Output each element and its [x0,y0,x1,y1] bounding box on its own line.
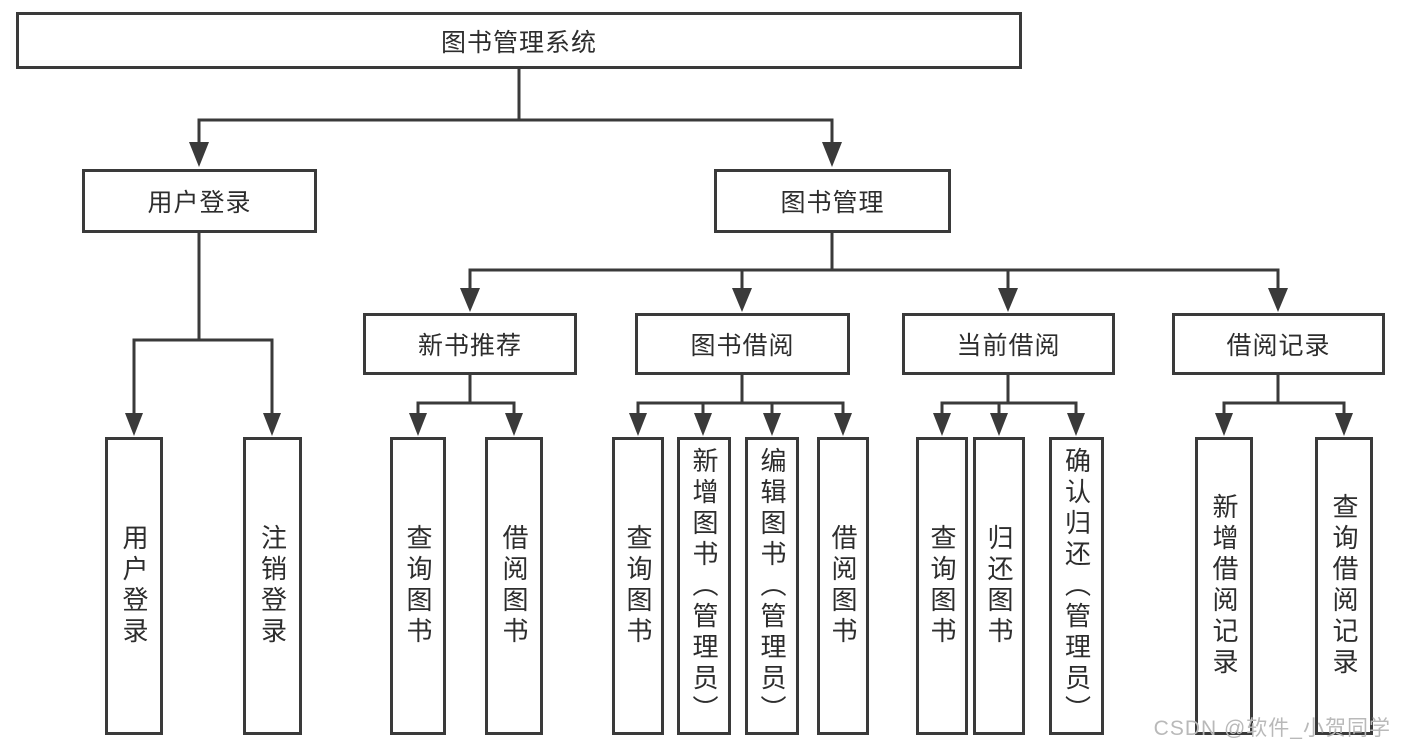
node-new-book-recommend-label: 新书推荐 [417,332,522,360]
leaf-add-books-admin: 新增图书（管理员） [677,437,731,735]
node-current-borrowing-label: 当前借阅 [956,332,1061,360]
node-borrowing-records-label: 借阅记录 [1226,332,1331,360]
leaf-confirm-return-admin-label: 确认归还（管理员） [1061,446,1092,726]
leaf-query-books-borrow: 查询图书 [612,437,664,735]
leaf-query-books-current-label: 查询图书 [927,524,957,648]
leaf-query-borrow-record: 查询借阅记录 [1315,437,1373,735]
node-book-borrowing: 图书借阅 [635,313,850,375]
watermark-text: CSDN @软件_小贺同学 [1153,717,1391,740]
node-new-book-recommend: 新书推荐 [363,313,577,375]
node-user-login-label: 用户登录 [147,189,252,217]
leaf-borrow-books-recommend-label: 借阅图书 [499,524,529,648]
node-borrowing-records: 借阅记录 [1172,313,1385,375]
leaf-logout-login-label: 注销登录 [257,524,288,648]
leaf-add-borrow-record-label: 新增借阅记录 [1209,493,1239,679]
leaf-return-books-label: 归还图书 [984,524,1014,648]
leaf-return-books: 归还图书 [973,437,1025,735]
node-root-label: 图书管理系统 [440,28,597,57]
leaf-edit-books-admin-label: 编辑图书（管理员） [757,446,787,726]
node-root: 图书管理系统 [16,12,1022,69]
node-current-borrowing: 当前借阅 [902,313,1115,375]
node-book-management: 图书管理 [714,169,951,233]
leaf-user-login-label: 用户登录 [119,524,149,648]
leaf-add-borrow-record: 新增借阅记录 [1195,437,1253,735]
leaf-user-login: 用户登录 [105,437,163,735]
leaf-borrow-books: 借阅图书 [817,437,869,735]
leaf-query-books-recommend: 查询图书 [390,437,446,735]
leaf-logout-login: 注销登录 [243,437,302,735]
node-book-borrowing-label: 图书借阅 [690,332,795,360]
leaf-confirm-return-admin: 确认归还（管理员） [1049,437,1104,735]
node-book-management-label: 图书管理 [780,189,885,217]
leaf-borrow-books-recommend: 借阅图书 [485,437,543,735]
leaf-query-books-recommend-label: 查询图书 [403,524,433,648]
node-user-login: 用户登录 [82,169,317,233]
leaf-edit-books-admin: 编辑图书（管理员） [745,437,799,735]
leaf-query-books-current: 查询图书 [916,437,968,735]
leaf-borrow-books-label: 借阅图书 [828,524,858,648]
leaf-query-borrow-record-label: 查询借阅记录 [1329,493,1359,679]
leaf-add-books-admin-label: 新增图书（管理员） [689,446,719,726]
leaf-query-books-borrow-label: 查询图书 [623,524,653,648]
